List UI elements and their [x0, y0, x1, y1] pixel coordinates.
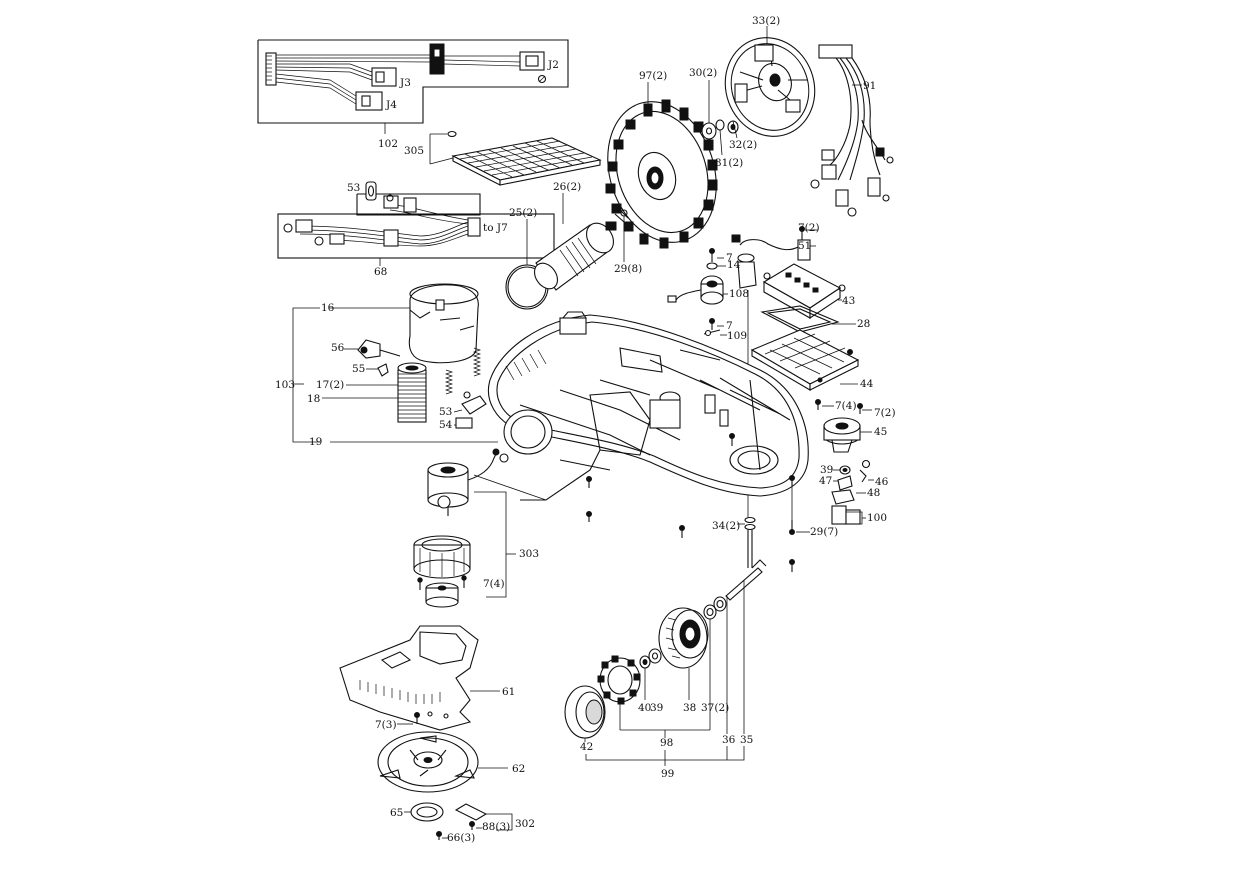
callout-39-bottom: 39 [650, 702, 664, 714]
callout-to-j7: to J7 [483, 222, 508, 234]
callout-97: 97(2) [639, 70, 668, 82]
callout-51: 51 [798, 240, 812, 252]
callout-j2: J2 [548, 59, 559, 71]
callout-28: 28 [857, 318, 871, 330]
callout-47: 47 [819, 475, 833, 487]
cable-91 [810, 44, 894, 217]
chassis-body [473, 311, 809, 501]
callout-29-8: 29(8) [614, 263, 643, 275]
callout-91: 91 [863, 80, 877, 92]
callout-46: 46 [875, 476, 889, 488]
callout-25: 25(2) [509, 207, 538, 219]
small-parts-108 [667, 248, 728, 337]
callout-98: 98 [660, 737, 674, 749]
height-adjust-parts [815, 399, 874, 525]
callout-44: 44 [860, 378, 874, 390]
callout-302: 302 [515, 818, 536, 830]
callout-103: 103 [275, 379, 296, 391]
callout-99: 99 [661, 768, 675, 780]
callout-102: 102 [378, 138, 399, 150]
callout-7-4-a: 7(4) [835, 400, 857, 412]
callout-305: 305 [404, 145, 425, 157]
callout-54: 54 [439, 419, 453, 431]
gasket-28 [760, 305, 856, 333]
cutter-housing-group-103 [292, 283, 498, 443]
callout-7-3: 7(3) [375, 719, 397, 731]
callout-303: 303 [519, 548, 540, 560]
callout-18: 18 [307, 393, 321, 405]
callout-7-b: 7 [726, 320, 733, 332]
callout-38: 38 [683, 702, 697, 714]
callout-53-mid: 53 [439, 406, 453, 418]
blade-disc-62 [377, 731, 508, 793]
drive-wheel-97 [605, 82, 718, 249]
callout-35: 35 [740, 734, 754, 746]
callout-108: 108 [729, 288, 750, 300]
callout-j3: J3 [400, 77, 411, 89]
callout-66: 66(3) [447, 832, 476, 844]
harness-68 [277, 181, 555, 266]
callout-88: 88(3) [482, 821, 511, 833]
callout-7-2-a: 7(2) [798, 222, 820, 234]
callout-14: 14 [727, 259, 741, 271]
wire-harness-102 [257, 39, 569, 134]
callout-36: 36 [722, 734, 736, 746]
callout-37: 37(2) [701, 702, 730, 714]
panel-305 [429, 130, 602, 186]
callout-100: 100 [867, 512, 888, 524]
callout-7-4-b: 7(4) [483, 578, 505, 590]
callout-68: 68 [374, 266, 388, 278]
callout-48: 48 [867, 487, 881, 499]
callout-42: 42 [580, 741, 594, 753]
callout-65: 65 [390, 807, 404, 819]
callout-29-7: 29(7) [810, 526, 839, 538]
small-blade-parts [404, 802, 513, 840]
callout-32: 32(2) [729, 139, 758, 151]
callout-26: 26(2) [553, 181, 582, 193]
callout-62: 62 [512, 763, 526, 775]
callout-7-2-b: 7(2) [874, 407, 896, 419]
callout-31: 31(2) [715, 157, 744, 169]
callout-19: 19 [309, 436, 323, 448]
callout-16: 16 [321, 302, 335, 314]
callout-7-a: 7 [726, 252, 733, 264]
callout-40: 40 [638, 702, 652, 714]
callout-43: 43 [842, 295, 856, 307]
callout-39-right: 39 [820, 464, 834, 476]
callout-109: 109 [727, 330, 748, 342]
wheel-hub-33 [724, 26, 816, 137]
callout-55: 55 [352, 363, 366, 375]
rear-wheel-assembly [564, 516, 767, 766]
callout-17: 17(2) [316, 379, 345, 391]
callout-33: 33(2) [752, 15, 781, 27]
callout-61: 61 [502, 686, 516, 698]
part-51 [731, 226, 818, 520]
callout-30: 30(2) [689, 67, 718, 79]
screws-29 [586, 433, 810, 572]
callout-45: 45 [874, 426, 888, 438]
callout-56: 56 [331, 342, 345, 354]
callout-53-top: 53 [347, 182, 361, 194]
washers-30-32 [701, 80, 739, 156]
callout-34: 34(2) [712, 520, 741, 532]
callout-j4: J4 [386, 99, 397, 111]
cutter-motor-303 [413, 448, 516, 608]
drive-motor-26 [533, 193, 629, 291]
battery-tray-44 [750, 329, 860, 391]
deck-plate-61 [339, 625, 500, 731]
